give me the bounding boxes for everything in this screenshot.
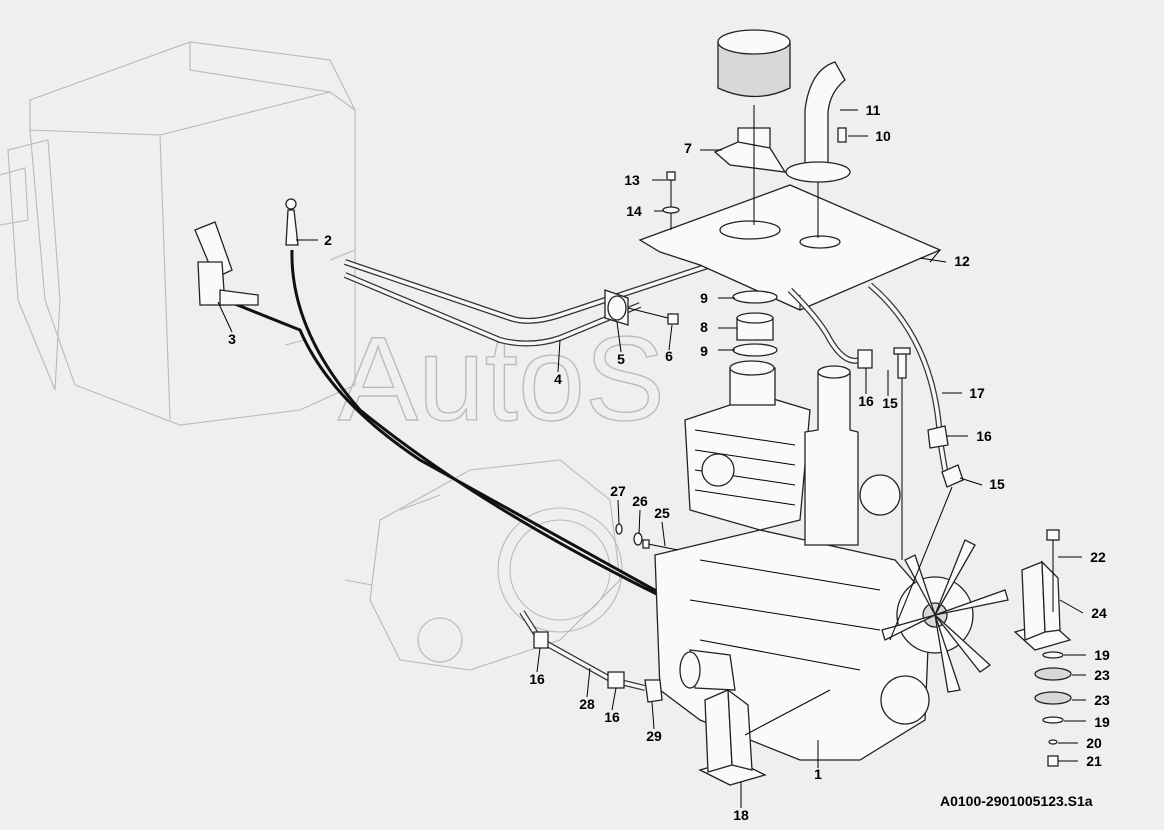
part-label-14: 14	[626, 203, 642, 219]
part-label-27: 27	[610, 483, 626, 499]
part-label-6: 6	[665, 348, 673, 364]
part-label-23b: 23	[1094, 692, 1110, 708]
part-label-7: 7	[684, 140, 692, 156]
exhaust-pipe	[785, 61, 851, 238]
part-label-22: 22	[1090, 549, 1106, 565]
part-label-20: 20	[1086, 735, 1102, 751]
part-label-21: 21	[1086, 753, 1102, 769]
part-label-23a: 23	[1094, 667, 1110, 683]
part-label-9b: 9	[700, 343, 708, 359]
air-precleaner	[713, 29, 791, 225]
part-label-19b: 19	[1094, 714, 1110, 730]
clamps-upper	[857, 347, 964, 641]
cab-outline	[0, 41, 356, 426]
transmission-outline	[344, 459, 623, 671]
engine-mount-18	[698, 688, 831, 786]
part-label-2: 2	[324, 232, 332, 248]
part-label-8: 8	[700, 319, 708, 335]
part-label-15a: 15	[882, 395, 898, 411]
part-label-1: 1	[814, 766, 822, 782]
part-label-4: 4	[554, 371, 562, 387]
watermark: AutoS	[338, 312, 665, 446]
reference-code: A0100-2901005123.S1a	[940, 793, 1093, 809]
part-label-11: 11	[866, 102, 881, 118]
part-label-15b: 15	[989, 476, 1005, 492]
bolt-13	[662, 171, 680, 230]
part-label-24: 24	[1091, 605, 1107, 621]
hose-and-clamps	[732, 290, 778, 357]
part-label-16c: 16	[529, 671, 545, 687]
part-label-29: 29	[646, 728, 662, 744]
part-label-16a: 16	[858, 393, 874, 409]
part-label-19a: 19	[1094, 647, 1110, 663]
part-label-17: 17	[969, 385, 985, 401]
sender-2	[285, 198, 299, 246]
part-label-18: 18	[733, 807, 749, 823]
part-label-9a: 9	[700, 290, 708, 306]
leader-lines	[217, 109, 1086, 808]
part-label-28: 28	[579, 696, 595, 712]
part-label-26: 26	[632, 493, 648, 509]
part-label-25: 25	[654, 505, 670, 521]
part-label-16b: 16	[976, 428, 992, 444]
part-label-3: 3	[228, 331, 236, 347]
part-label-13: 13	[624, 172, 640, 188]
engine-mount-24	[1013, 529, 1072, 767]
intake-tube	[343, 259, 721, 347]
bracket-5	[604, 289, 679, 326]
part-label-12: 12	[954, 253, 970, 269]
part-label-10: 10	[875, 128, 891, 144]
part-label-16d: 16	[604, 709, 620, 725]
part-label-5: 5	[617, 351, 625, 367]
bolts-25-27	[615, 523, 679, 551]
pipe-28	[519, 610, 663, 703]
accelerator-pedal	[194, 221, 259, 306]
mounting-plate	[638, 184, 942, 311]
